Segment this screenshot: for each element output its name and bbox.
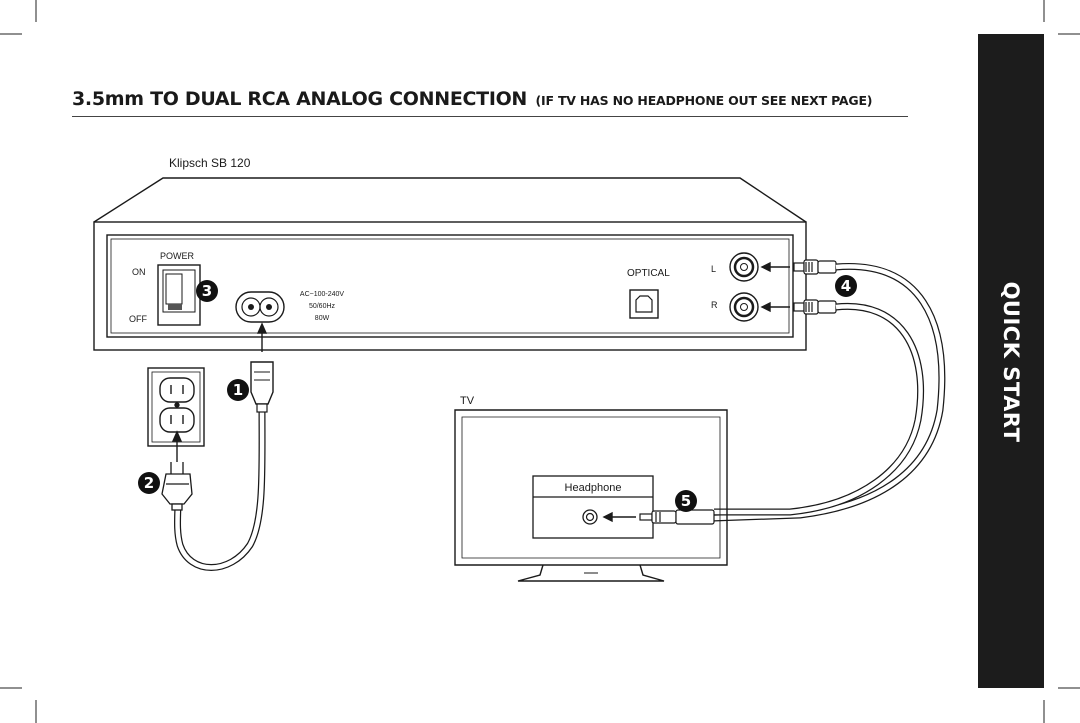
- rca-jack-left: [729, 252, 759, 282]
- soundbar-body: [93, 221, 807, 351]
- rca-plugs: [793, 259, 837, 315]
- wall-plug: [161, 462, 193, 511]
- rca-cables: [713, 262, 946, 522]
- step-badges: 1 2 3 4 5: [138, 275, 857, 512]
- left-channel-label: L: [711, 264, 716, 274]
- svg-text:3: 3: [202, 282, 212, 300]
- quick-start-tab: [978, 34, 1044, 688]
- svg-text:2: 2: [144, 474, 154, 492]
- svg-text:1: 1: [233, 381, 243, 399]
- power-switch: POWER ON OFF: [129, 251, 201, 326]
- soundbar: [93, 177, 807, 351]
- power-label: POWER: [160, 251, 195, 261]
- page-title: 3.5mm TO DUAL RCA ANALOG CONNECTION (IF …: [72, 88, 872, 110]
- ac-power-inlet: [235, 291, 285, 323]
- off-label: OFF: [129, 314, 147, 324]
- headphone-arrow: [602, 511, 636, 523]
- soundbar-back-panel: [106, 234, 794, 338]
- rca-jack-right: [729, 292, 759, 322]
- step-5-badge: 5: [675, 490, 697, 512]
- soundbar-model-label: Klipsch SB 120: [169, 156, 251, 170]
- title-subtitle: (IF TV HAS NO HEADPHONE OUT SEE NEXT PAG…: [535, 93, 873, 108]
- headphone-panel: [532, 475, 654, 539]
- step-3-badge: 3: [196, 280, 218, 302]
- step-4-badge: 4: [835, 275, 857, 297]
- svg-text:5: 5: [681, 492, 691, 510]
- power-arrow-outlet: [171, 430, 183, 462]
- television: [454, 409, 728, 582]
- title-main: 3.5mm TO DUAL RCA ANALOG CONNECTION: [72, 88, 528, 110]
- rating-line-2: 50/60Hz: [309, 303, 336, 310]
- title-divider: [72, 116, 908, 117]
- power-cable: [174, 361, 274, 571]
- headphone-jack: [582, 509, 598, 525]
- rca-arrows: [760, 261, 790, 313]
- power-arrow-inlet: [256, 322, 268, 352]
- on-label: ON: [132, 267, 146, 277]
- right-channel-label: R: [711, 300, 718, 310]
- optical-port: [629, 289, 659, 319]
- rating-line-3: 80W: [315, 315, 330, 322]
- soundbar-top: [93, 177, 807, 223]
- svg-text:4: 4: [841, 277, 851, 295]
- mini-jack-plug: [639, 509, 715, 525]
- step-2-badge: 2: [138, 472, 160, 494]
- tv-label: TV: [460, 395, 475, 407]
- headphone-label: Headphone: [565, 482, 622, 494]
- optical-label: OPTICAL: [627, 268, 670, 279]
- rating-line-1: AC~100-240V: [300, 291, 345, 298]
- step-1-badge: 1: [227, 379, 249, 401]
